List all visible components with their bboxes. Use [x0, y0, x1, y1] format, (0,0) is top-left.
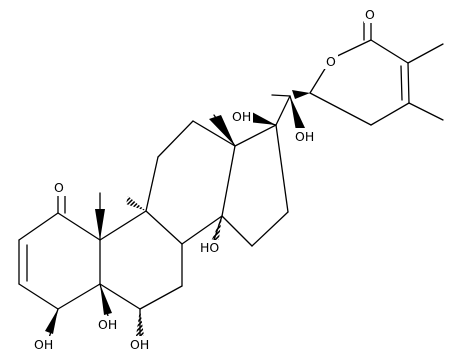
bond-c17-c16: [275, 124, 289, 213]
wedge-c22: [292, 90, 310, 99]
stereo-bonds: [45, 96, 305, 336]
wedge-c10-methyl: [95, 209, 105, 240]
wedge-c20-oh: [290, 96, 305, 131]
label-o-ketone: O: [54, 180, 64, 195]
label-oh-c4: OH: [34, 337, 53, 352]
bond-c25-c24-b: [400, 65, 403, 101]
label-o-ring: O: [326, 54, 336, 69]
bond-c23-c22: [309, 92, 372, 126]
bond-c20-c21: [271, 94, 291, 97]
bond-c10-c1: [57, 212, 101, 241]
bond-c12-c11: [157, 120, 194, 158]
ring-d: [221, 116, 289, 247]
bond-c3-c4: [18, 283, 59, 310]
bond-methyl-c28: [408, 102, 444, 121]
label-o-lactone-carbonyl: O: [365, 7, 375, 22]
wedge-c17-oh: [248, 112, 276, 125]
hash-c9-h: [126, 196, 146, 211]
bond-c17-c13: [234, 124, 277, 147]
bond-c4-c5: [57, 283, 101, 310]
bond-c20-c17: [275, 95, 291, 126]
atom-labels: O O OH OH O HO OH OH OH: [32, 7, 378, 352]
hash-c14-o: [210, 216, 222, 246]
side-chain: [271, 90, 310, 132]
bond-c25-c24-a: [407, 62, 410, 104]
bond-c9-c10: [99, 210, 147, 241]
wedge-c4-oh: [45, 309, 58, 334]
bond-c8-c14: [181, 215, 223, 245]
bond-c15-c14: [221, 215, 253, 247]
bond-c11-c9: [145, 156, 159, 212]
bond-c1-c2: [18, 212, 59, 241]
label-oh-c5: OH: [98, 317, 117, 332]
bond-c16-c15: [251, 211, 289, 247]
ring-c: [145, 114, 236, 247]
bond-c24-c23: [370, 102, 410, 126]
bond-c9-c8: [145, 210, 183, 245]
bond-c14-c13: [221, 145, 236, 217]
pyranone-ring: [309, 21, 444, 126]
hash-c6-oh: [136, 309, 144, 336]
bond-c6-c7: [139, 285, 183, 310]
bond-c5-c6: [99, 283, 141, 310]
label-oh-c14: HO: [200, 240, 219, 255]
label-oh-c17: OH: [232, 109, 251, 124]
label-oh-c6: OH: [130, 337, 149, 352]
wedge-c5-oh: [100, 284, 112, 315]
bond-methyl-c27: [407, 43, 444, 64]
ring-a: [18, 193, 109, 339]
bond-c13-c12: [192, 120, 236, 147]
label-oh-c20: OH: [295, 129, 314, 144]
bond-c26-c25: [370, 39, 409, 64]
wedge-c13-methyl: [209, 115, 235, 146]
